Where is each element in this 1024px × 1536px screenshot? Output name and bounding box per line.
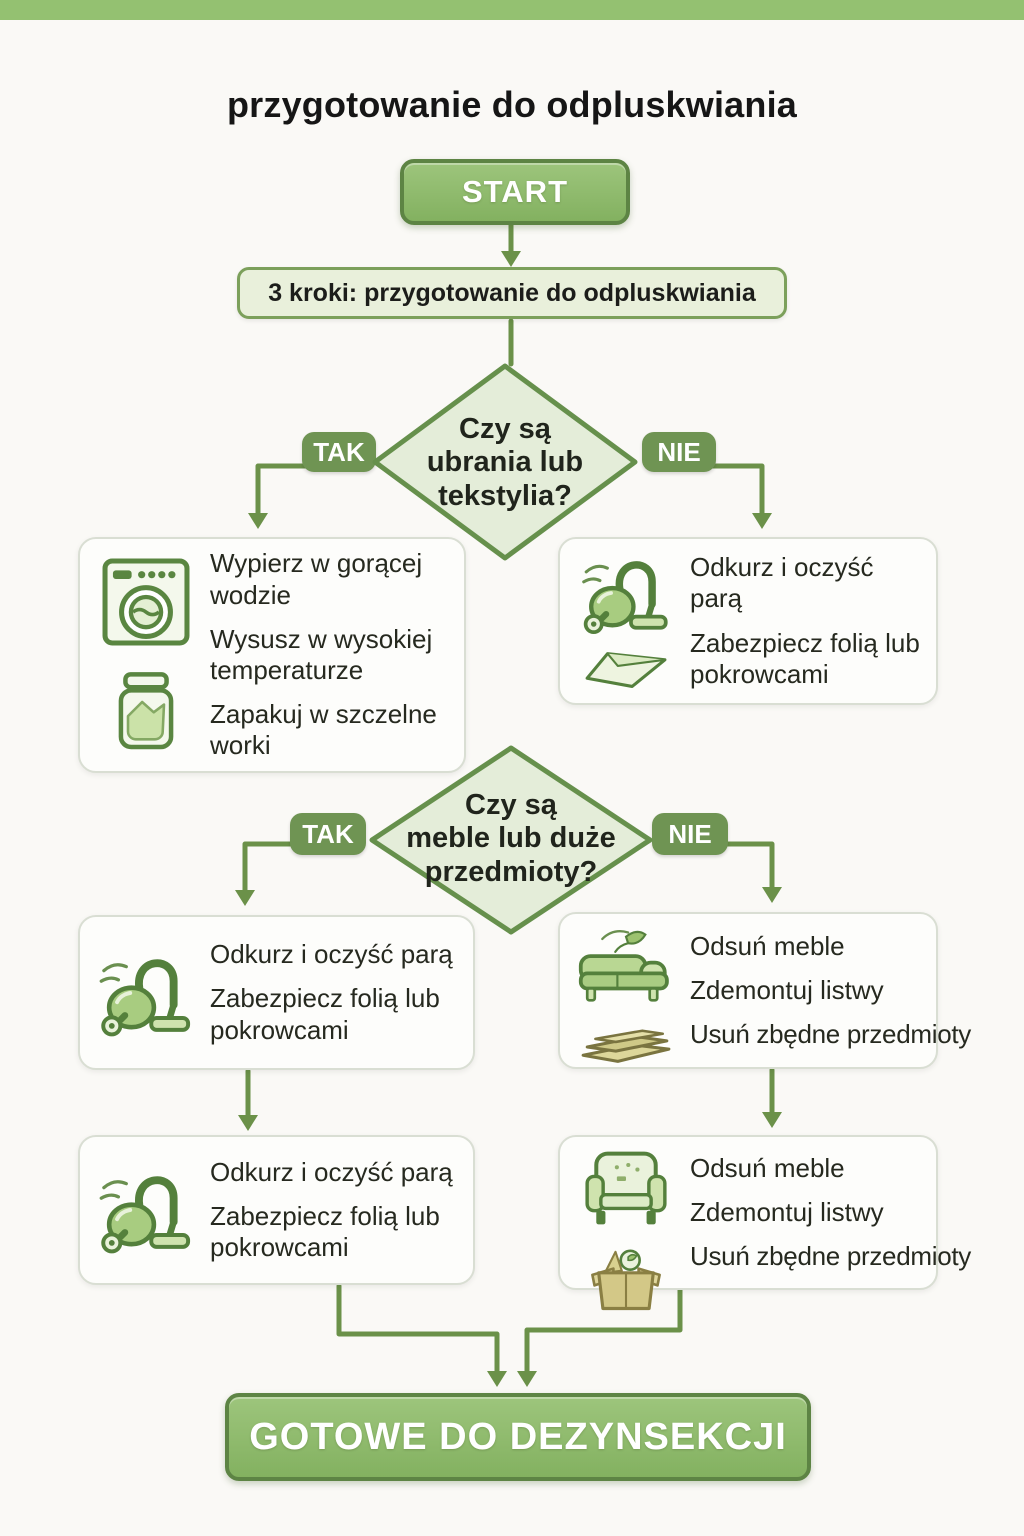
box-vacuum-foil-2-items: Odkurz i oczyść parą Zabezpiecz folią lu… <box>198 939 463 1046</box>
box-furniture-1-items: Odsuń meble Zdemontuj listwy Usuń zbędne… <box>678 931 971 1051</box>
box-vacuum-foil-3-items: Odkurz i oczyść parą Zabezpiecz folią lu… <box>198 1157 463 1264</box>
vacuum-cleaner-icon <box>96 949 196 1037</box>
steps-summary-node: 3 kroki: przygotowanie do odpluskwiania <box>237 267 787 319</box>
box-textiles-items: Wypierz w gorącej wodzie Wysusz w wysoki… <box>198 548 454 761</box>
box-item: Zdemontuj listwy <box>690 1196 884 1227</box>
box-vacuum-foil-2: Odkurz i oczyść parą Zabezpiecz folią lu… <box>78 915 475 1070</box>
decision1-question: Czy są ubrania lub tekstylia? <box>426 413 584 512</box>
box-textiles: Wypierz w gorącej wodzie Wysusz w wysoki… <box>78 537 466 773</box>
box-vacuum-foil-1: Odkurz i oczyść parą Zabezpiecz folią lu… <box>558 537 938 705</box>
box-item: Usuń zbędne przedmioty <box>690 1241 971 1272</box>
box-item: Odkurz i oczyść parą <box>690 552 874 614</box>
box-item: Odsuń meble <box>690 1152 845 1183</box>
decision2-question: Czy są meble lub duże przedmioty? <box>406 789 616 888</box>
box-item: Zapakuj w szczelne worki <box>210 699 437 761</box>
decision1-diamond <box>372 363 638 561</box>
cardboard-box-icon <box>584 1239 668 1315</box>
box-textiles-icons <box>94 551 198 759</box>
box-furniture-2-items: Odsuń meble Zdemontuj listwy Usuń zbędne… <box>678 1153 971 1273</box>
box-furniture-1-icons <box>574 926 678 1063</box>
planks-icon <box>577 1020 675 1070</box>
decision2-no-label: NIE <box>652 813 728 855</box>
box-vacuum-foil-1-items: Odkurz i oczyść parą Zabezpiecz folią lu… <box>678 552 926 690</box>
top-accent-bar <box>0 0 1024 20</box>
box-item: Zdemontuj listwy <box>690 974 884 1005</box>
arrow-decision2-no <box>719 841 775 891</box>
arrow-decision1-no <box>703 463 765 517</box>
decision2-yes-label: TAK <box>290 813 366 855</box>
decision1-no-label: NIE <box>642 432 716 472</box>
box-vacuum-foil-1-icons <box>574 551 678 691</box>
box-furniture-2-icons <box>574 1149 678 1311</box>
sealed-bag-icon <box>110 668 182 754</box>
box-vacuum-foil-2-icons <box>94 929 198 1056</box>
armchair-icon <box>582 1149 670 1229</box>
box-item: Zabezpiecz folią lub pokrowcami <box>210 1200 440 1263</box>
washing-machine-icon <box>100 556 192 648</box>
box-item: Wypierz w gorącej wodzie <box>210 548 423 610</box>
page-title: przygotowanie do odpluskwiania <box>226 84 798 125</box>
box-item: Odsuń meble <box>690 930 845 961</box>
box-item: Zabezpiecz folią lub pokrowcami <box>210 983 440 1045</box>
box-furniture-2: Odsuń meble Zdemontuj listwy Usuń zbędne… <box>558 1135 971 1311</box>
start-node: START <box>400 159 630 225</box>
arrow-decision1-yes <box>255 463 315 517</box>
box-furniture-1: Odsuń meble Zdemontuj listwy Usuń zbędne… <box>558 912 971 1069</box>
box-item: Usuń zbędne przedmioty <box>690 1019 971 1050</box>
box-vacuum-foil-3: Odkurz i oczyść parą Zabezpiecz folią lu… <box>78 1135 475 1285</box>
end-node: GOTOWE DO DEZYNSEKCJI <box>225 1393 811 1481</box>
vacuum-cleaner-icon <box>96 1166 196 1254</box>
arrow-decision2-yes <box>242 841 301 894</box>
decision2-diamond <box>369 745 653 935</box>
box-item: Zabezpiecz folią lub pokrowcami <box>690 627 920 689</box>
box-item: Odkurz i oczyść parą <box>210 1156 453 1187</box>
vacuum-cleaner-icon <box>578 552 674 634</box>
box-item: Odkurz i oczyść parą <box>210 939 453 970</box>
box-item: Wysusz w wysokiej temperaturze <box>210 623 433 685</box>
foil-sheet-icon <box>583 645 669 691</box>
arrow-left-to-end <box>336 1283 500 1375</box>
decision1-yes-label: TAK <box>302 432 376 472</box>
box-vacuum-foil-3-icons <box>94 1149 198 1271</box>
sofa-icon <box>574 926 678 1010</box>
